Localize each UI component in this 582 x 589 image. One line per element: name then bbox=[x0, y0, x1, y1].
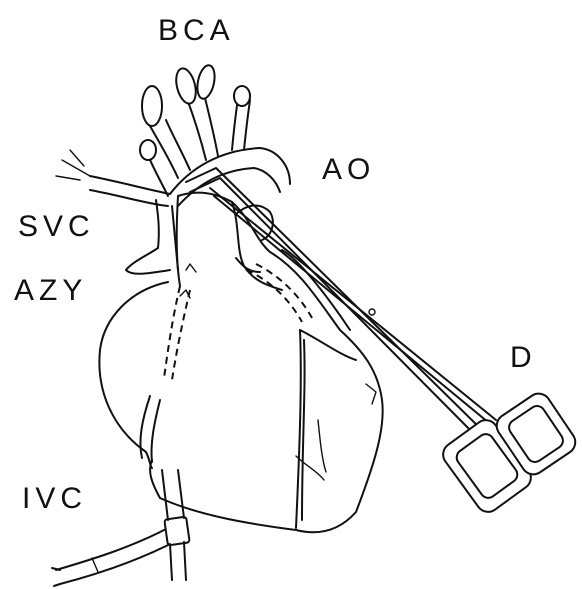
aortic-arch bbox=[140, 64, 290, 206]
label-azy: AZY bbox=[14, 276, 87, 306]
label-ao: AO bbox=[322, 155, 375, 185]
label-svc: SVC bbox=[18, 212, 95, 242]
label-bca: BCA bbox=[158, 16, 235, 46]
label-ivc: IVC bbox=[22, 484, 87, 514]
heart-body bbox=[99, 193, 382, 533]
label-d: D bbox=[510, 343, 537, 373]
